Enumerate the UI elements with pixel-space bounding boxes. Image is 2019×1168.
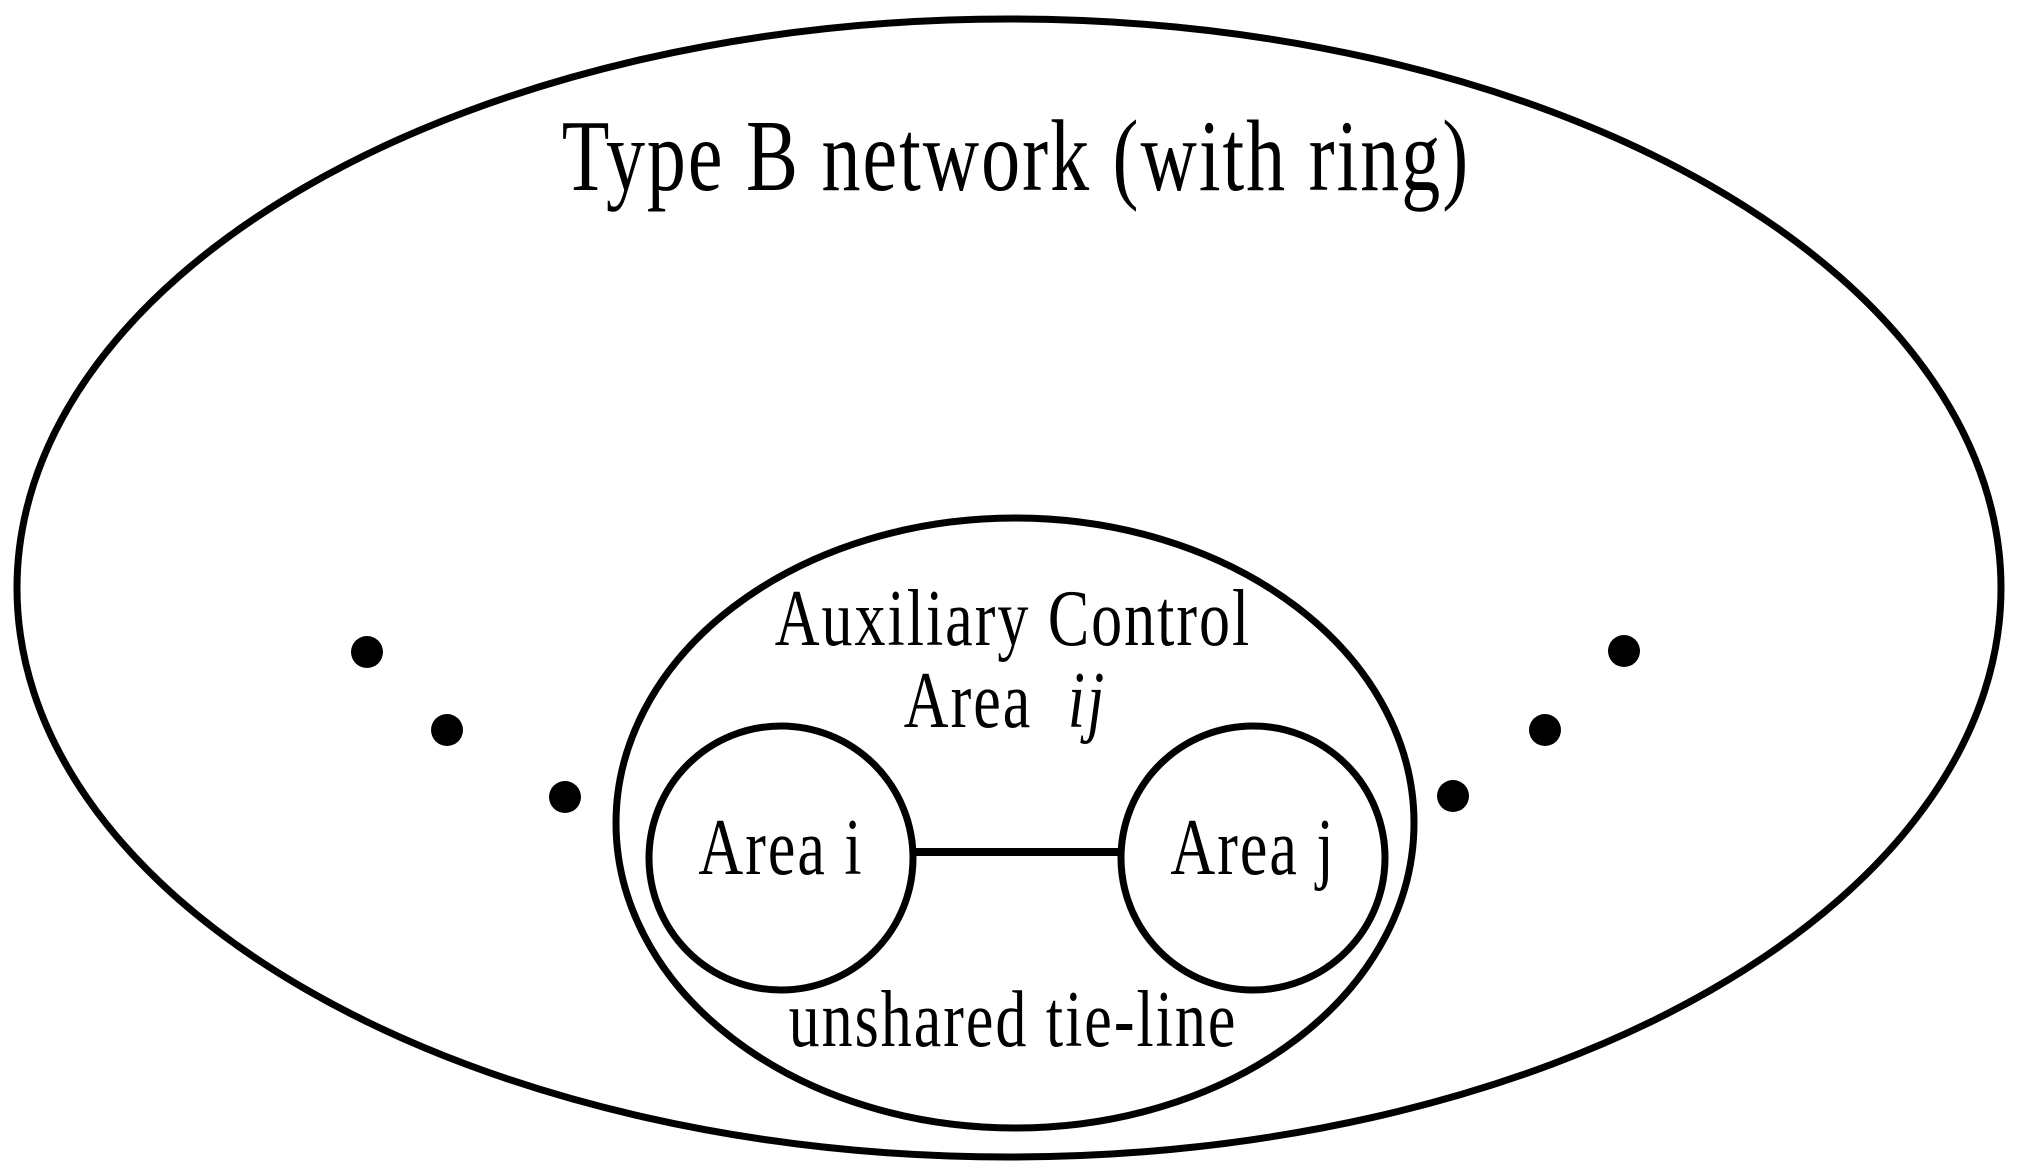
auxiliary-area-label-line2: Area ij: [904, 655, 1106, 745]
auxiliary-area-label-line1: Auxiliary Control: [775, 573, 1251, 663]
area-j-circle: [1117, 722, 1389, 994]
ellipsis-dot-right-1: [1437, 780, 1469, 812]
area-i-label: Area i: [698, 802, 863, 892]
ellipsis-dot-left-1: [351, 636, 383, 668]
tie-line-label: unshared tie-line: [789, 974, 1238, 1064]
area-j-label: Area j: [1170, 802, 1335, 892]
ellipsis-dot-right-3: [1608, 635, 1640, 667]
ellipsis-dot-right-2: [1529, 714, 1561, 746]
auxiliary-area-label-line2-prefix: Area: [904, 655, 1032, 745]
ellipsis-dot-left-2: [431, 714, 463, 746]
auxiliary-area-label-line2-italic: ij: [1068, 655, 1106, 745]
diagram-title: Type B network (with ring): [562, 99, 1471, 212]
area-i-circle: [645, 722, 917, 994]
ellipsis-dot-left-3: [549, 781, 581, 813]
